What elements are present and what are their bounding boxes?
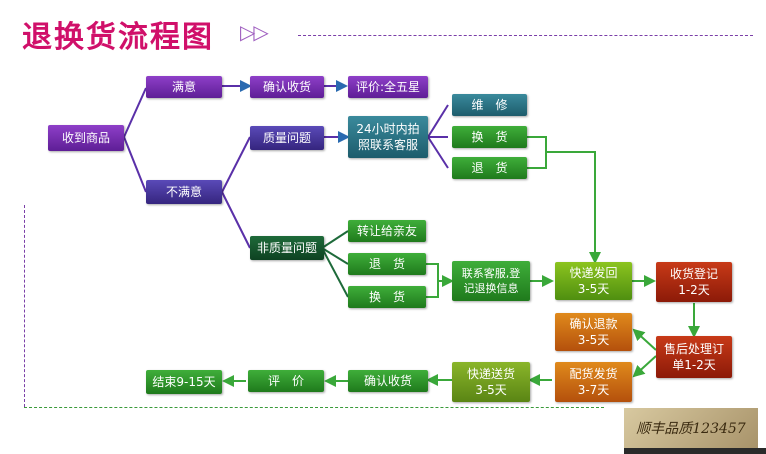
after-sales-processing-node: 售后处理订 单1-2天 [656,336,732,378]
end-node: 结束9-15天 [146,370,222,394]
watermark-bar [624,448,766,454]
express-send-line1: 快递送货 [466,367,515,381]
transfer-to-friend-node: 转让给亲友 [348,220,426,242]
contact-24h-line1: 24小时内拍 [356,122,420,136]
title-arrows-icon: ▷▷ [240,20,269,44]
unsatisfied-node: 不满意 [146,180,222,204]
satisfied-node: 满意 [146,76,222,98]
after-sales-line2: 单1-2天 [672,358,716,372]
receive-register-line1: 收货登记 [669,267,718,281]
exchange-node-2: 换 货 [348,286,426,308]
contact-24h-line2: 照联系客服 [357,138,418,152]
contact-register-node: 联系客服,登 记退换信息 [452,261,530,301]
ship-goods-node: 配货发货 3-7天 [555,362,632,402]
quality-issue-node: 质量问题 [250,126,324,150]
left-divider [24,205,25,407]
confirm-receipt-node-2: 确认收货 [348,370,428,392]
return-node-1: 退 货 [452,157,527,179]
watermark-stamp: 顺丰品质123457 [624,408,758,448]
confirm-refund-node: 确认退款 3-5天 [555,313,632,351]
ship-goods-line2: 3-7天 [577,383,610,397]
received-goods-node: 收到商品 [48,125,124,151]
exchange-node-1: 换 货 [452,126,527,148]
express-back-node: 快递发回 3-5天 [555,262,632,300]
express-send-line2: 3-5天 [475,383,507,397]
non-quality-issue-node: 非质量问题 [250,236,324,260]
confirm-refund-line1: 确认退款 [569,317,618,331]
express-back-line1: 快递发回 [569,266,618,280]
confirm-receipt-node: 确认收货 [250,76,324,98]
contact-service-24h-node: 24小时内拍 照联系客服 [348,116,428,158]
top-divider [298,35,753,36]
page-title: 退换货流程图 [22,20,214,55]
confirm-refund-line2: 3-5天 [577,333,610,347]
ship-goods-line1: 配货发货 [569,367,618,381]
bottom-divider [24,407,604,408]
contact-register-line1: 联系客服,登 [461,267,521,280]
repair-node: 维 修 [452,94,527,116]
receive-register-node: 收货登记 1-2天 [656,262,732,302]
contact-register-line2: 记退换信息 [463,282,519,295]
rate-five-stars-node: 评价:全五星 [348,76,428,98]
express-delivery-node: 快递送货 3-5天 [452,362,530,402]
return-node-2: 退 货 [348,253,426,275]
express-back-line2: 3-5天 [577,282,610,296]
after-sales-line1: 售后处理订 [663,342,724,356]
receive-register-line2: 1-2天 [678,283,710,297]
rate-node: 评 价 [248,370,324,392]
